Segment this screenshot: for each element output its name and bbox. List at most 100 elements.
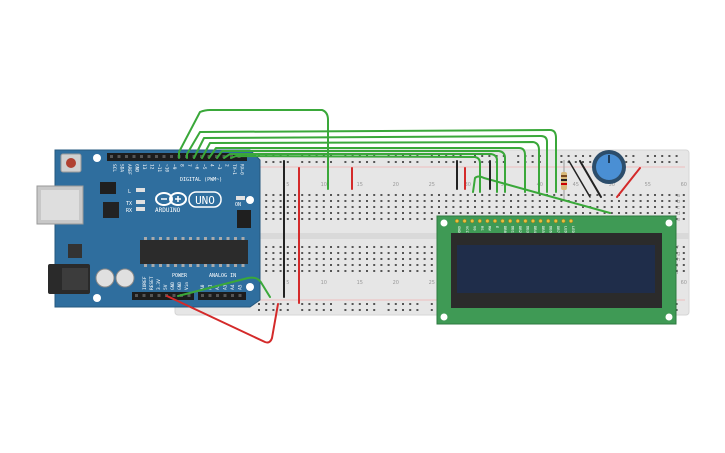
microcontroller-chip	[140, 240, 248, 264]
digital-pin-label: ~3	[216, 164, 222, 170]
digital-pin-label: RX←0	[239, 164, 245, 175]
breadboard-row-letter: b	[677, 199, 680, 205]
lcd-pin	[500, 218, 505, 224]
breadboard-row-letter: d	[677, 211, 680, 217]
lcd-pin-label: LED	[564, 226, 569, 234]
pin-label-vin: Vin	[184, 282, 190, 290]
digital-pin-label: ~10	[164, 164, 170, 172]
digital-pin-label: ~9	[171, 164, 177, 170]
pin-label-3v3: 3.3V	[156, 279, 162, 290]
lcd-pin	[477, 218, 482, 224]
capacitor-2	[115, 268, 135, 288]
lcd-pin-label: DB1	[510, 226, 515, 234]
digital-pin-label: GND	[134, 164, 140, 172]
on-led-label: ON	[235, 202, 241, 208]
pin-label-ioref: IOREF	[142, 276, 148, 290]
analog-pin-label: A3	[223, 284, 229, 290]
power-label: POWER	[172, 273, 188, 279]
breadboard-column-number: 5	[286, 280, 289, 286]
lcd-screen	[457, 245, 655, 293]
board-model-label: UNO	[195, 194, 215, 207]
wire-red-5v	[166, 295, 279, 344]
lcd-pin-label: E	[495, 226, 500, 229]
breadboard-column-number: 60	[681, 182, 687, 188]
lcd-pin-label: DB2	[518, 226, 523, 233]
breadboard-column-number: 60	[681, 280, 687, 286]
wire-black-res	[568, 160, 591, 198]
lcd-pin	[508, 218, 513, 224]
analog-pin-label: A0	[200, 284, 206, 290]
breadboard-row-letter: j	[676, 269, 678, 275]
potentiometer[interactable]	[592, 150, 626, 184]
breadboard-row-letter: f	[677, 245, 679, 251]
digital-pin-label: 4	[209, 164, 215, 167]
breadboard-column-number: 25	[429, 182, 435, 188]
arduino-uno-board: UNO ARDUINO DIGITAL (PWM~) POWER ANALOG …	[36, 149, 261, 308]
digital-pin-label: ~6	[194, 164, 200, 170]
arduino-logo	[155, 192, 187, 206]
lcd-pin	[568, 218, 574, 224]
breadboard-column-number: 10	[321, 280, 327, 286]
lcd-pin	[454, 218, 460, 224]
analog-header	[198, 292, 246, 300]
wire-green-7	[223, 153, 498, 193]
lcd-pin	[515, 218, 520, 224]
digital-pin-label: ~5	[201, 164, 207, 170]
breadboard-column-number: 55	[645, 182, 651, 188]
lcd-pin	[462, 218, 467, 224]
digital-pin-label: 7	[186, 164, 192, 167]
lcd-pin	[530, 218, 536, 224]
breadboard-row-letter: a	[677, 193, 680, 199]
breadboard-row-letter: h	[677, 257, 680, 263]
capacitor-1	[95, 268, 115, 288]
breadboard-column-number: 20	[393, 182, 399, 188]
wire-red-pot	[616, 167, 641, 198]
lcd-pin-label: DB4	[533, 226, 538, 234]
board-brand-label: ARDUINO	[155, 207, 181, 214]
breadboard-column-number: 35	[501, 182, 507, 188]
lcd-pin-label: V0	[472, 226, 477, 231]
lcd-pin-label: GND	[457, 226, 462, 234]
power-header	[132, 292, 194, 300]
lcd-pin	[492, 218, 498, 224]
lcd-pin-label: DB5	[541, 226, 546, 233]
wire-green-2	[186, 129, 557, 193]
digital-header	[107, 153, 247, 161]
digital-pin-label: 8	[179, 164, 185, 167]
breadboard-column-number: 30	[465, 182, 471, 188]
digital-pin-label: ~11	[156, 164, 162, 172]
lcd-pin-label: RS	[480, 226, 485, 231]
lcd-pin-label: DB7	[556, 226, 561, 233]
breadboard-column-number: 15	[357, 280, 363, 286]
pin-label-5v: 5V	[163, 284, 169, 290]
digital-header-label: DIGITAL (PWM~)	[180, 177, 222, 183]
digital-pin-label: 13	[141, 164, 147, 170]
digital-pin-label: 2	[224, 164, 230, 167]
resistor	[561, 160, 567, 200]
wire-black-pot	[579, 160, 602, 198]
breadboard-row-letter: c	[677, 205, 680, 211]
wire-green-5	[208, 147, 526, 193]
lcd-pin-label: LED	[571, 226, 576, 234]
analog-in-label: ANALOG IN	[209, 273, 236, 279]
lcd-pin-label: DB6	[548, 226, 553, 234]
breadboard-column-number: 45	[573, 182, 579, 188]
pin-label-gnd2: GND	[177, 282, 183, 290]
digital-pin-label: TX→1	[231, 164, 237, 175]
digital-pin-label: 12	[149, 164, 155, 170]
breadboard-row-letter: g	[677, 251, 680, 257]
digital-pin-label: SDA	[119, 164, 125, 172]
lcd-pin	[561, 218, 566, 224]
pin-label-reset: RESET	[149, 276, 155, 290]
breadboard-column-number: 15	[357, 182, 363, 188]
breadboard-row-letter: i	[677, 263, 678, 269]
breadboard-column-number: 50	[609, 182, 615, 188]
breadboard-row-letter: e	[677, 217, 680, 223]
analog-pin-label: A5	[238, 284, 244, 290]
lcd-pin-label: DB0	[503, 226, 508, 234]
lcd-pin	[538, 218, 543, 224]
lcd-pin	[523, 218, 528, 224]
wires	[166, 109, 641, 344]
